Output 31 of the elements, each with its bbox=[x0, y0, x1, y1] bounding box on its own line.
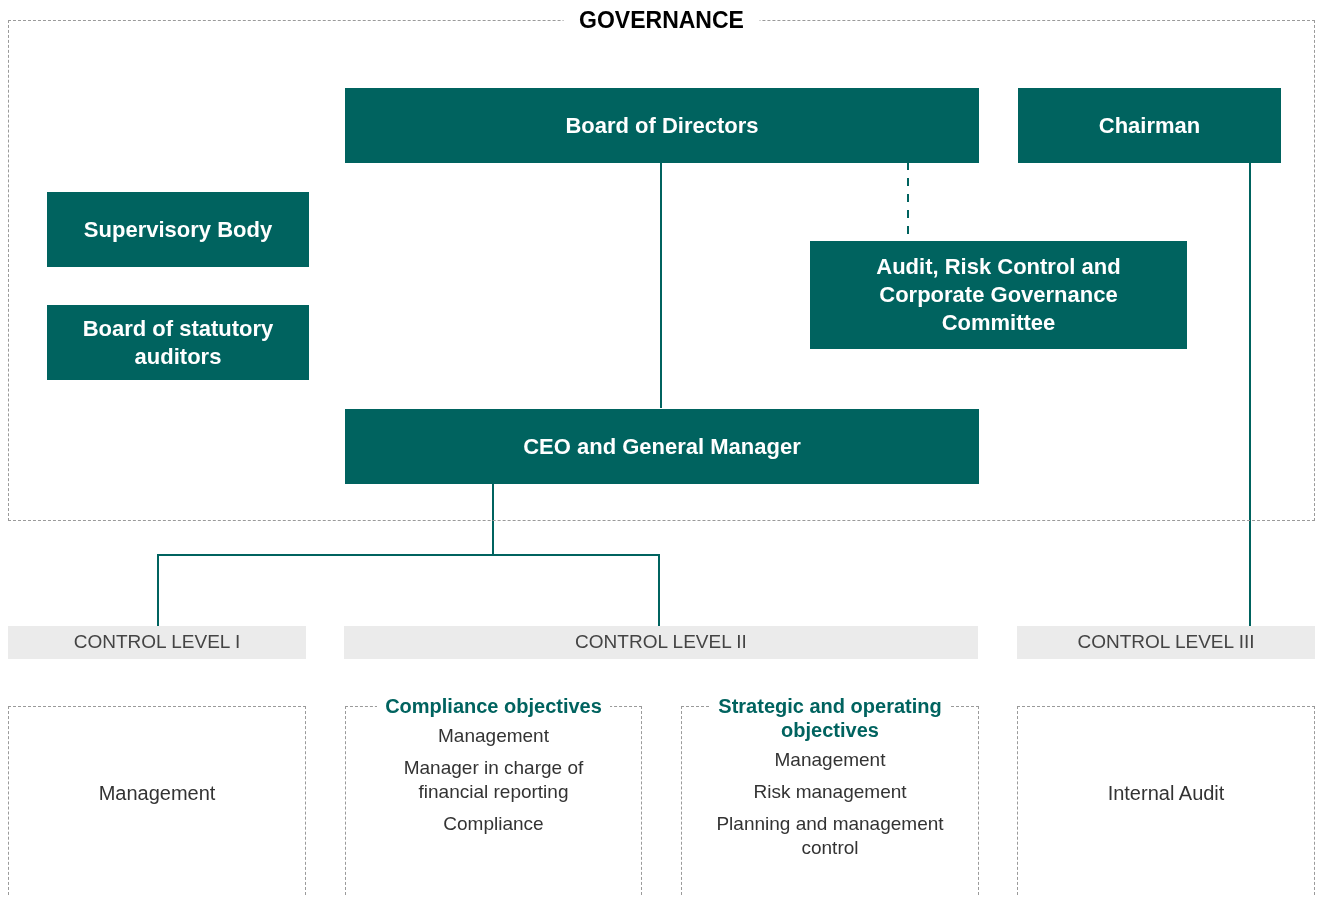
box-title: Chairman bbox=[1098, 111, 1201, 140]
box-title: CEO and General Manager bbox=[523, 432, 801, 461]
level-band bbox=[344, 626, 978, 659]
level-title: CONTROL LEVEL II bbox=[575, 630, 747, 655]
function-text: Manager in charge of financial reporting bbox=[402, 756, 585, 804]
org-box bbox=[810, 241, 1187, 349]
level-band bbox=[8, 626, 306, 659]
level-title: CONTROL LEVEL I bbox=[73, 630, 241, 655]
connector-line bbox=[492, 482, 660, 627]
function-text: Management bbox=[98, 781, 216, 806]
function-panel bbox=[1017, 706, 1315, 895]
function-text: Management bbox=[438, 724, 549, 748]
function-text: Risk management bbox=[753, 780, 907, 804]
org-box bbox=[345, 88, 979, 163]
org-box bbox=[1018, 88, 1281, 163]
box-title: Audit, Risk Control and Corporate Governance Committee bbox=[875, 253, 1122, 337]
org-box bbox=[47, 305, 309, 380]
org-box bbox=[345, 409, 979, 484]
connector-line bbox=[1249, 161, 1251, 627]
function-text: Management bbox=[774, 748, 886, 772]
connector-line bbox=[660, 161, 662, 409]
function-text: Compliance bbox=[443, 812, 544, 836]
level-title: CONTROL LEVEL III bbox=[1077, 630, 1255, 655]
box-title: Supervisory Body bbox=[83, 215, 273, 244]
box-title: Board of statutory auditors bbox=[81, 314, 275, 371]
org-box bbox=[47, 192, 309, 267]
function-text: Planning and management control bbox=[715, 812, 945, 860]
level-band bbox=[1017, 626, 1315, 659]
function-text: Internal Audit bbox=[1107, 781, 1225, 806]
box-title: Board of Directors bbox=[565, 111, 759, 140]
function-panel bbox=[8, 706, 306, 895]
